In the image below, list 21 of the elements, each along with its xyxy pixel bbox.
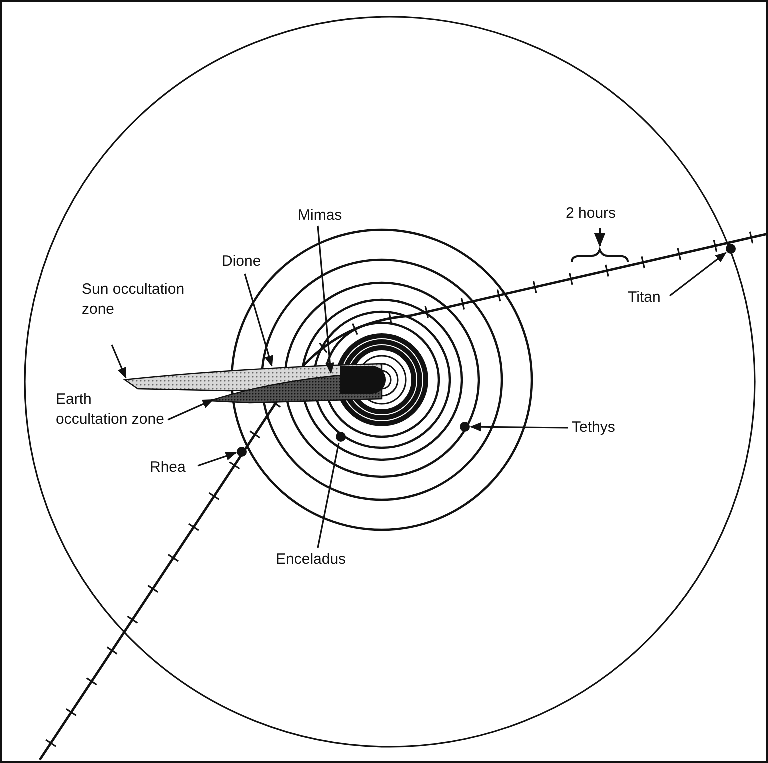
moon-label: Mimas [298, 206, 358, 226]
interval-label: 2 hours [566, 204, 616, 224]
leader-line [470, 422, 568, 432]
leader-line [317, 442, 340, 548]
leader-line [168, 399, 214, 421]
moon-label: Tethys [572, 418, 642, 438]
moon-label: Titan [628, 288, 688, 308]
moon-dot [460, 422, 470, 432]
leader-line [670, 252, 727, 297]
moon-dot [726, 244, 736, 254]
moon-dot [336, 432, 346, 442]
moon-label: Rhea [150, 458, 200, 478]
zone-label: Sun occultation zone [82, 280, 192, 320]
leader-line [111, 344, 127, 380]
moon-label: Dione [222, 252, 282, 272]
moon-label: Enceladus [276, 550, 366, 570]
moon-dot [237, 447, 247, 457]
leader-line [198, 452, 238, 467]
zone-label: Earth occultation zone [56, 390, 166, 430]
leader-line [244, 274, 274, 368]
leader-line [317, 226, 335, 374]
